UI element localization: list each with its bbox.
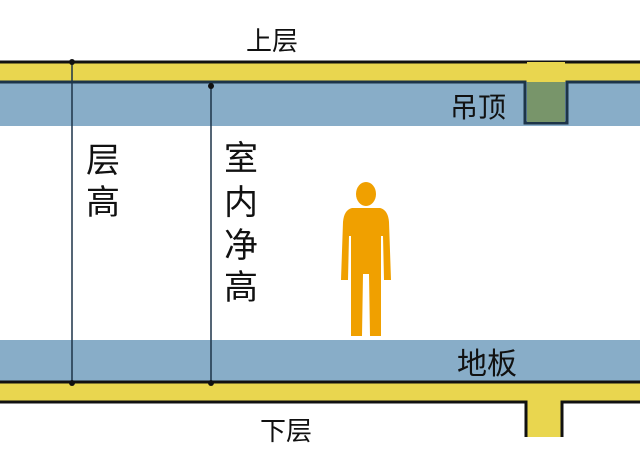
ceiling-label: 吊顶 [450, 91, 506, 124]
floor-band [0, 340, 640, 382]
upper-slab [0, 62, 640, 82]
ceiling-beam [527, 82, 565, 122]
floor-height-label-2: 高 [86, 183, 120, 223]
lower-slab-bottom-edge [0, 400, 640, 437]
upper-slab-bottom-edge [0, 80, 640, 125]
clear-height-label-2: 内 [224, 183, 258, 223]
lower-floor-label: 下层 [260, 417, 312, 447]
clear-height-label-3: 净 [224, 226, 258, 266]
floor-height-label-1: 层 [86, 141, 120, 181]
lower-slab [0, 382, 640, 402]
clear-height-label-4: 高 [224, 268, 258, 308]
person-icon [341, 182, 391, 336]
lower-beam [526, 400, 562, 437]
upper-floor-label: 上层 [246, 27, 298, 57]
floor-label: 地板 [457, 347, 517, 382]
clear-height-label-1: 室 [224, 139, 258, 179]
